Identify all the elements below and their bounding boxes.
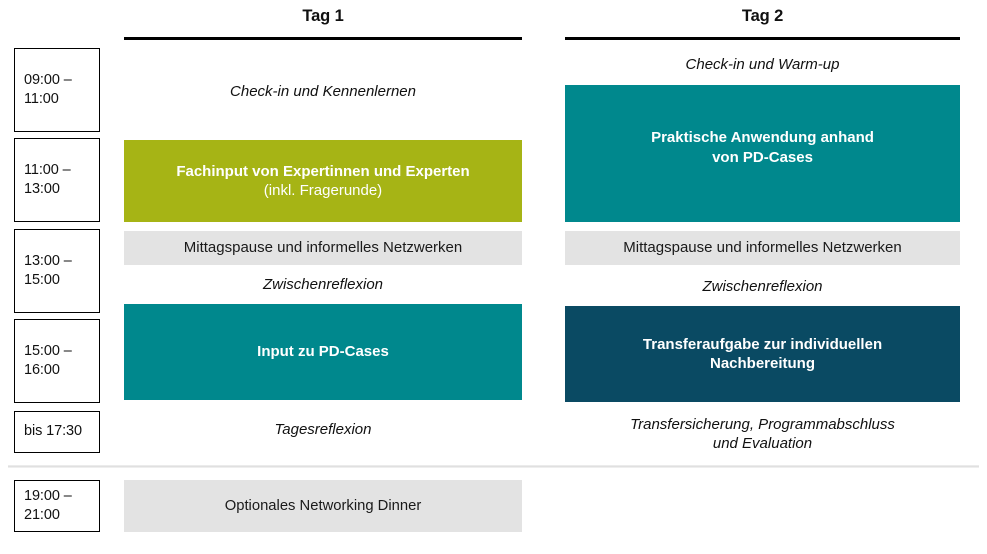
session-block-teal: Input zu PD-Cases — [124, 304, 522, 400]
session-title: Zwischenreflexion — [702, 278, 823, 296]
day-2-header-rule — [565, 37, 960, 40]
session-subtitle: (inkl. Fragerunde) — [263, 182, 383, 199]
session-title: Zwischenreflexion — [262, 276, 384, 294]
session-block-content: Zwischenreflexion — [692, 277, 832, 297]
session-title: Mittagspause und informelles Netzwerken — [623, 239, 902, 257]
time-slot-label: 19:00 –21:00 — [24, 487, 72, 523]
session-block-plain: Transfersicherung, Programmabschluss und … — [565, 408, 960, 460]
session-block-content: Fachinput von Expertinnen und Experten (i… — [166, 162, 479, 201]
session-title: Check-in und Kennenlernen — [230, 83, 416, 101]
session-block-content: Mittagspause und informelles Netzwerken — [613, 238, 911, 258]
time-slot-box: 19:00 –21:00 — [14, 480, 100, 532]
time-slot-label: 13:00 –15:00 — [24, 252, 72, 288]
time-slot-label: 09:00 –11:00 — [24, 71, 72, 107]
session-title: Praktische Anwendung anhand — [651, 129, 874, 146]
session-block-content: Input zu PD-Cases — [247, 342, 399, 362]
session-block-plain: Tagesreflexion — [124, 414, 522, 446]
time-slot-box: 11:00 –13:00 — [14, 138, 100, 222]
session-subtitle: von PD-Cases — [712, 148, 813, 166]
session-subtitle: und Evaluation — [712, 435, 813, 452]
session-block-teal: Praktische Anwendung anhand von PD-Cases — [565, 85, 960, 222]
time-column: 09:00 –11:00 11:00 –13:00 13:00 –15:00 15:0… — [0, 0, 120, 554]
session-block-content: Check-in und Warm-up — [676, 55, 850, 75]
session-block-content: Praktische Anwendung anhand von PD-Cases — [641, 128, 884, 167]
section-divider — [8, 465, 979, 468]
session-title: Check-in und Warm-up — [685, 56, 840, 74]
session-block-plain: Zwischenreflexion — [124, 270, 522, 300]
time-slot-box: 13:00 –15:00 — [14, 229, 100, 313]
session-block-content: Zwischenreflexion — [253, 275, 393, 295]
session-block-grey: Mittagspause und informelles Netzwerken — [565, 231, 960, 265]
session-block-content: Mittagspause und informelles Netzwerken — [174, 238, 472, 258]
time-slot-box: 09:00 –11:00 — [14, 48, 100, 132]
day-1-title: Tag 1 — [302, 7, 344, 25]
session-block-content: Check-in und Kennenlernen — [220, 82, 426, 102]
session-block-content: Transfersicherung, Programmabschluss und … — [620, 415, 905, 454]
session-subtitle: Nachbereitung — [709, 355, 815, 372]
day-2-title: Tag 2 — [741, 7, 784, 25]
time-slot-label: bis 17:30 — [24, 423, 82, 440]
day-1-header-rule — [124, 37, 522, 40]
time-slot-box: bis 17:30 — [14, 411, 100, 453]
session-block-olive: Fachinput von Expertinnen und Experten (i… — [124, 140, 522, 222]
evening-networking-dinner-block: Optionales Networking Dinner — [124, 480, 522, 532]
time-slot-box: 15:00 –16:00 — [14, 319, 100, 403]
session-block-content: Tagesreflexion — [264, 420, 381, 440]
session-title: Transfersicherung, Programmabschluss — [630, 415, 895, 433]
session-title: Transferaufgabe zur individuellen — [642, 335, 883, 353]
session-block-plain: Zwischenreflexion — [565, 272, 960, 302]
session-title: Mittagspause und informelles Netzwerken — [183, 239, 463, 257]
session-block-grey: Mittagspause und informelles Netzwerken — [124, 231, 522, 265]
session-title: Fachinput von Expertinnen und Experten — [176, 162, 470, 180]
session-block-plain: Check-in und Warm-up — [565, 50, 960, 80]
time-slot-label: 11:00 –13:00 — [24, 161, 71, 197]
time-slot-label: 15:00 –16:00 — [24, 342, 72, 378]
session-title: Tagesreflexion — [274, 421, 372, 439]
session-block-plain: Check-in und Kennenlernen — [124, 48, 522, 136]
session-title: Input zu PD-Cases — [257, 343, 389, 361]
